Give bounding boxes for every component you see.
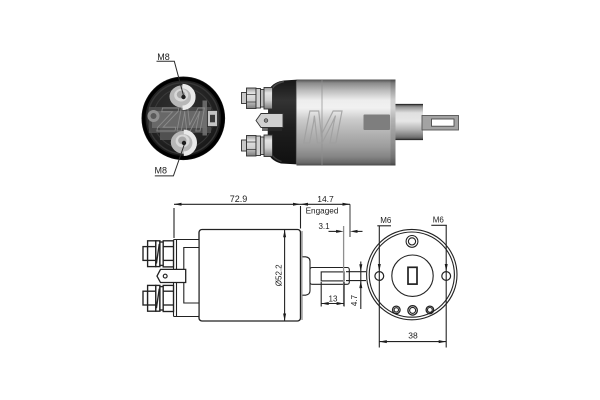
svg-text:3.1: 3.1 (318, 222, 330, 231)
svg-text:M8: M8 (155, 166, 168, 176)
svg-text:Engaged: Engaged (306, 206, 339, 215)
svg-text:M: M (303, 101, 343, 153)
svg-text:72.9: 72.9 (230, 194, 248, 204)
svg-text:M6: M6 (380, 216, 392, 225)
svg-text:M8: M8 (157, 52, 170, 62)
svg-text:13: 13 (329, 294, 338, 303)
svg-text:4.7: 4.7 (350, 294, 359, 306)
svg-text:38: 38 (408, 331, 418, 341)
svg-text:M6: M6 (433, 216, 445, 225)
svg-text:14.7: 14.7 (317, 194, 334, 204)
svg-text:Ø52.2: Ø52.2 (274, 264, 283, 286)
